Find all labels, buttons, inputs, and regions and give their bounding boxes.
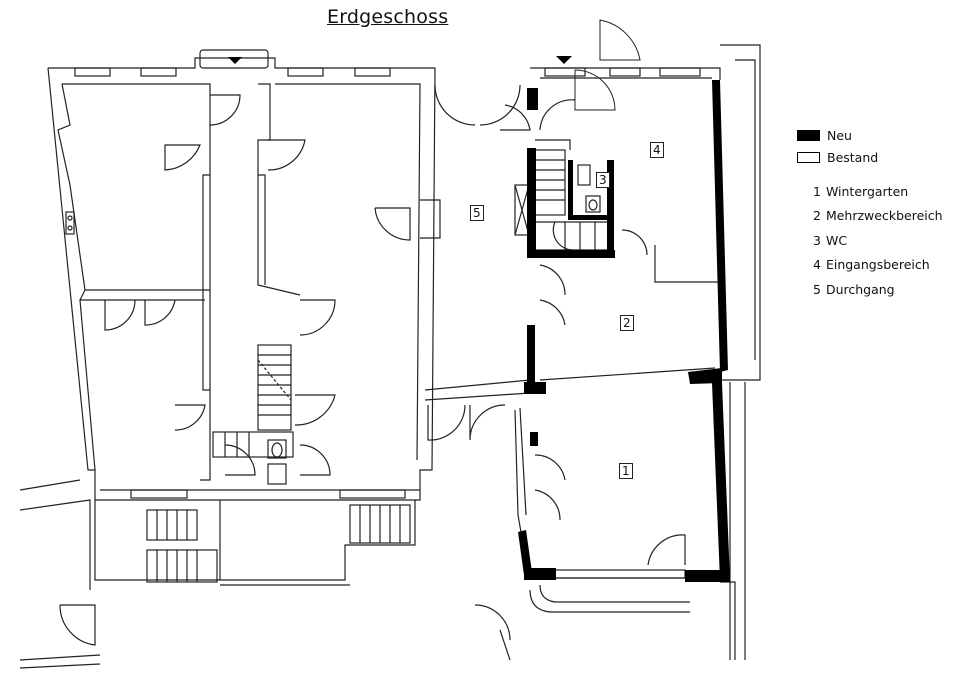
left-building-stairs [212,344,294,485]
legend-item-bestand: Bestand [797,146,943,168]
new-walls [518,80,730,582]
entrance-markers [228,56,572,64]
room-number-2: 2 [620,315,634,331]
room-number-1: 1 [619,463,633,479]
neu-swatch-icon [797,129,820,141]
right-building-doors [474,19,686,641]
page-title: Erdgeschoss [327,6,449,28]
bestand-swatch-icon [797,151,820,163]
left-building-walls [47,49,436,501]
left-building-doors [104,94,411,476]
room-number-5: 5 [470,205,484,221]
passage [420,84,531,441]
legend-label-neu: Neu [827,127,852,143]
room-number-4: 4 [650,142,664,158]
legend-label-bestand: Bestand [827,149,879,165]
lower-annex [19,479,416,669]
legend-item-neu: Neu [797,124,943,146]
wintergarten-glazing [499,407,736,661]
room-number-3: 3 [596,172,610,188]
right-building-existing [514,44,761,660]
